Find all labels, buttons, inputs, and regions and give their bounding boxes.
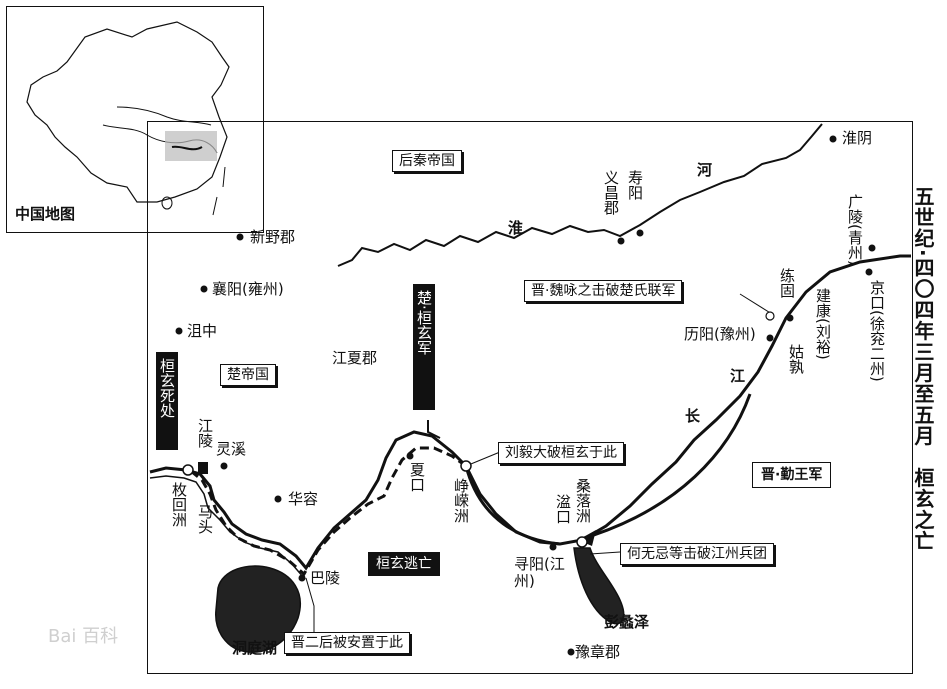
tag-escape: 桓玄逃亡 (368, 552, 440, 576)
place-pengli: 彭蠡泽 (604, 613, 650, 631)
tag-chu-army: 楚·桓玄军 (413, 284, 435, 410)
caption-hewuji: 何无忌等击破江州兵团 (620, 543, 774, 565)
place-xiangyang: 襄阳(雍州) (212, 280, 284, 298)
place-gushu: 姑孰 (787, 344, 805, 374)
inset-china-outline (26, 21, 230, 216)
place-xunyang: 寻阳(江州) (514, 555, 565, 590)
river-chang: 长 (685, 407, 701, 425)
place-yuzhang: 豫章郡 (575, 643, 621, 661)
place-sangluo: 桑落洲 (574, 478, 592, 523)
place-jiankang: 建康(刘裕) (814, 288, 832, 360)
tag-death-place: 桓玄死处 (156, 352, 178, 450)
place-dongting: 洞庭湖 (232, 639, 278, 657)
place-liyang: 历阳(豫州) (684, 325, 756, 343)
place-jingkou: 京口(徐兖二州) (868, 280, 886, 382)
caption-wei: 晋·魏咏之击破楚氏联军 (524, 280, 683, 302)
place-xinye: 新野郡 (250, 228, 296, 246)
river-jiang: 江 (730, 367, 746, 385)
river-huai: 淮 (508, 219, 524, 237)
place-shouyang: 寿阳 (626, 170, 644, 200)
caption-anzhi: 晋二后被安置于此 (284, 632, 410, 654)
place-baling: 巴陵 (310, 569, 341, 587)
place-jiangling: 江陵 (196, 418, 214, 448)
place-juzhong: 沮中 (187, 322, 218, 340)
city-dots (175, 135, 876, 656)
place-lianggu: 练固 (778, 268, 796, 298)
inset-china-map: 中国地图 (6, 6, 264, 233)
place-penkou: 湓口 (554, 494, 572, 524)
watermark: Bai 百科 (48, 626, 119, 647)
place-matou: 马头 (196, 504, 214, 534)
huai-river (337, 123, 823, 267)
caption-liuyi: 刘毅大破桓玄于此 (498, 442, 624, 464)
escape-route (191, 446, 467, 577)
yangtze-river (149, 254, 911, 571)
pengli-lake (573, 547, 625, 625)
place-guangling: 广陵(青州) (846, 194, 864, 266)
place-lingxi: 灵溪 (216, 440, 247, 458)
place-jiangxia: 江夏郡 (332, 349, 378, 367)
place-huaiyin: 淮阴 (842, 129, 873, 147)
main-map-frame (147, 121, 913, 674)
state-chu: 楚帝国 (220, 364, 276, 386)
jin-army-route (577, 393, 752, 542)
place-meihui: 枚回洲 (170, 482, 188, 527)
map-title: 五世纪·四〇四年三月至五月 桓玄之亡 (911, 186, 935, 552)
place-xiakou: 夏口 (408, 462, 426, 492)
inset-label: 中国地图 (15, 205, 76, 223)
place-yichang: 义昌郡 (602, 170, 620, 215)
tag-jin-army: 晋·勤王军 (752, 462, 832, 488)
river-he: 河 (697, 161, 713, 179)
state-houqin: 后秦帝国 (392, 150, 462, 172)
place-zhengrong: 峥嵘洲 (452, 478, 470, 523)
dongting-lake (215, 565, 301, 653)
place-huarong: 华容 (288, 490, 319, 508)
